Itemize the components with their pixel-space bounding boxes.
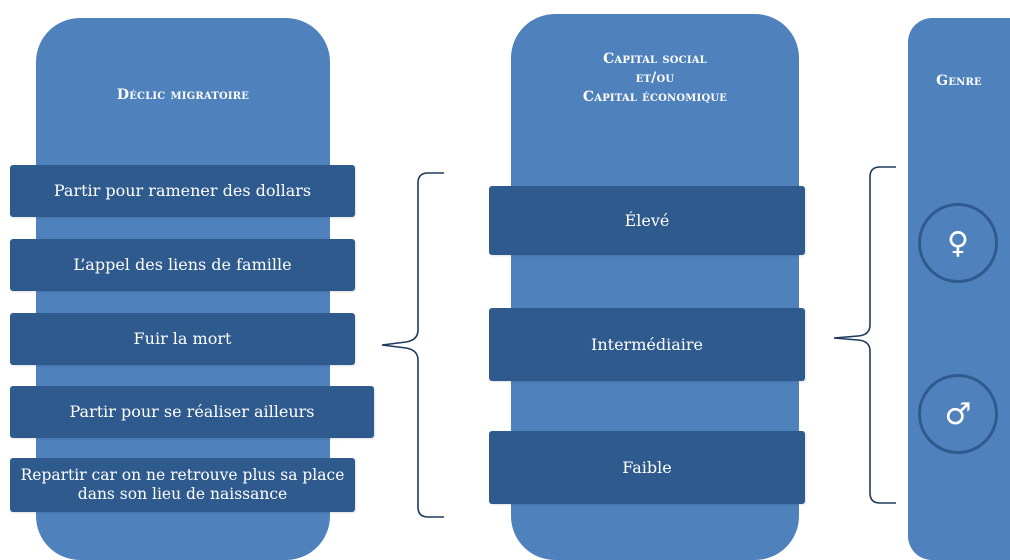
declic-item-se-realiser: Partir pour se réaliser ailleurs (10, 386, 374, 438)
column-genre (908, 18, 1010, 560)
column-title-capital-line-1: Capital social (603, 51, 707, 67)
capital-item-eleve: Élevé (489, 186, 805, 255)
column-title-declic: Déclic migratoire (116, 87, 250, 103)
column-title-capital-line-2: et/ou (635, 70, 675, 86)
column-title-capital: Capital social et/ou Capital économique (511, 50, 799, 107)
capital-item-intermediaire: Intermédiaire (489, 308, 805, 381)
column-title-capital-line-3: Capital économique (582, 89, 728, 105)
female-symbol-icon: ♀ (918, 203, 998, 283)
right-curly-brace (833, 166, 896, 504)
male-symbol-icon: ♂ (918, 374, 998, 454)
declic-item-dollars: Partir pour ramener des dollars (10, 165, 355, 217)
declic-item-fuir-la-mort: Fuir la mort (10, 313, 355, 365)
left-curly-brace (381, 172, 444, 518)
declic-item-repartir: Repartir car on ne retrouve plus sa plac… (10, 458, 355, 512)
declic-item-famille: L’appel des liens de famille (10, 239, 355, 291)
capital-item-faible: Faible (489, 431, 805, 504)
column-title-genre: Genre (936, 73, 982, 89)
